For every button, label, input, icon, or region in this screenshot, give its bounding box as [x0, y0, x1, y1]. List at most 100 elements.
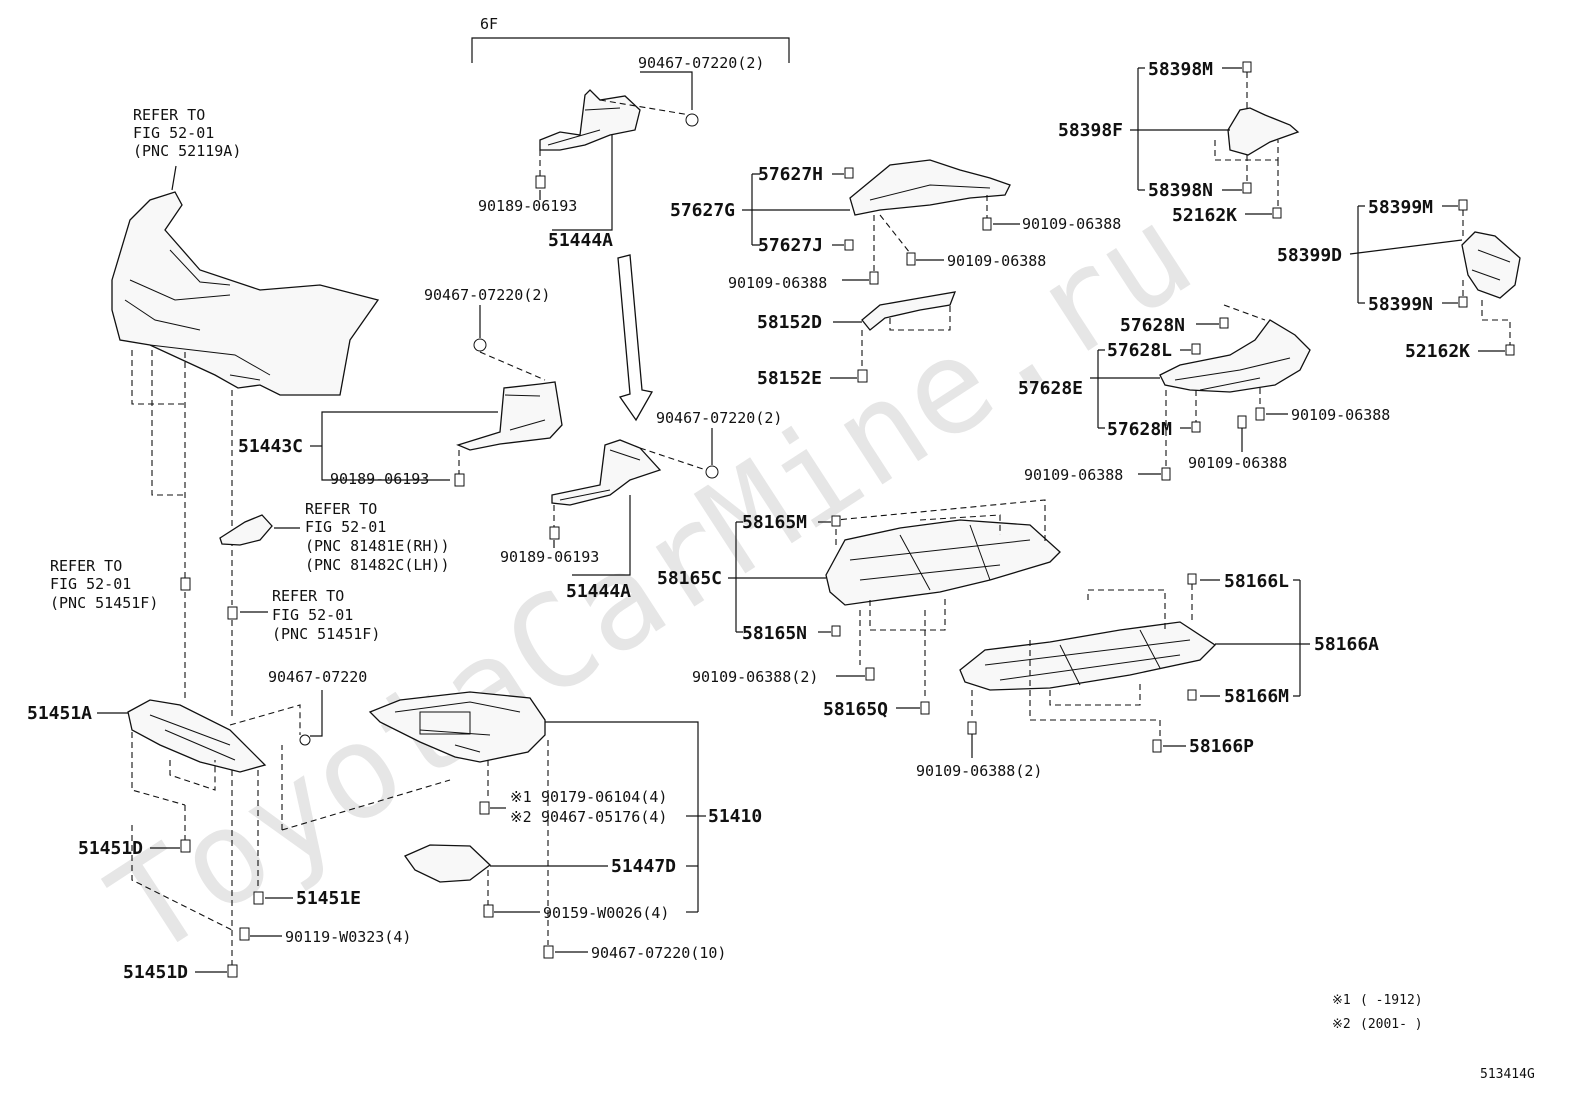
- fastener-57628m[interactable]: [1191, 421, 1201, 433]
- fastener-52162k-b[interactable]: [1505, 344, 1515, 356]
- fastener-90109-06388-b[interactable]: [906, 252, 916, 266]
- label-90467-07220: 90467-07220: [268, 668, 367, 686]
- fastener-90109-06388-c[interactable]: [869, 271, 879, 285]
- fastener-90109-06388-2b[interactable]: [967, 721, 977, 735]
- label-58166p: 58166P: [1189, 736, 1254, 757]
- fastener-58166l[interactable]: [1187, 573, 1197, 585]
- ref-clip-right-line-3: (PNC 51451F): [272, 625, 380, 643]
- label-58399n: 58399N: [1368, 294, 1433, 315]
- group-6f-bracket: [471, 37, 790, 63]
- label-58152e: 58152E: [757, 368, 822, 389]
- part-57627g[interactable]: [849, 159, 1011, 216]
- fastener-58166p[interactable]: [1152, 739, 1162, 753]
- fastener-51451e[interactable]: [253, 891, 264, 905]
- label-58399m: 58399M: [1368, 197, 1433, 218]
- label-90109-06388-a: 90109-06388: [1022, 215, 1121, 233]
- label-90189-06193-mid: 90189-06193: [500, 548, 599, 566]
- ref-bumper-line-1: REFER TO: [133, 106, 205, 124]
- label-57628l: 57628L: [1107, 340, 1172, 361]
- clip-51451f-left[interactable]: [180, 577, 191, 591]
- fastener-90109-06388-a[interactable]: [982, 217, 992, 231]
- label-58165n: 58165N: [742, 623, 807, 644]
- note-2-mark: ※2: [1332, 1017, 1351, 1032]
- fastener-57627h[interactable]: [844, 167, 854, 179]
- ref-clip-left-line-3: (PNC 51451F): [50, 594, 158, 612]
- fastener-57628n[interactable]: [1219, 317, 1229, 329]
- fastener-90467-07220-bumper[interactable]: [299, 734, 311, 746]
- fastener-58165q[interactable]: [920, 701, 930, 715]
- label-90109-06388-b: 90109-06388: [947, 252, 1046, 270]
- label-90109-06388-f: 90109-06388: [1024, 466, 1123, 484]
- fastener-90119-w0323[interactable]: [239, 927, 250, 941]
- fastener-51451d-upper[interactable]: [180, 839, 191, 853]
- part-58398f[interactable]: [1227, 107, 1300, 156]
- ref-bracket-line-3: (PNC 81481E(RH)): [305, 537, 450, 555]
- fastener-90467-07220-mid[interactable]: [705, 465, 719, 479]
- fastener-58398n[interactable]: [1242, 182, 1252, 194]
- fastener-90189-06193-mid[interactable]: [549, 526, 560, 540]
- part-51451a[interactable]: [127, 699, 267, 773]
- label-58165m: 58165M: [742, 512, 807, 533]
- label-90467-05176: 90467-05176(4): [541, 808, 667, 826]
- part-57628e[interactable]: [1159, 319, 1311, 393]
- part-51444a-top[interactable]: [539, 89, 641, 151]
- part-bracket-81481e[interactable]: [219, 514, 273, 546]
- note-1-text: ( -1912): [1360, 993, 1423, 1008]
- fastener-90467-07220-top[interactable]: [685, 113, 699, 127]
- fastener-58398m[interactable]: [1242, 61, 1252, 73]
- label-57628e: 57628E: [1018, 378, 1083, 399]
- note-1-mark: ※1: [1332, 993, 1351, 1008]
- label-90467-07220-2-mid: 90467-07220(2): [656, 409, 782, 427]
- label-90189-06193-top: 90189-06193: [478, 197, 577, 215]
- label-51447d: 51447D: [611, 856, 676, 877]
- label-90119-w0323: 90119-W0323(4): [285, 928, 411, 946]
- part-58399d[interactable]: [1461, 231, 1521, 299]
- fastener-90109-06388-f[interactable]: [1161, 467, 1171, 481]
- fastener-90467-07220-10[interactable]: [543, 945, 554, 959]
- part-58166a[interactable]: [959, 621, 1217, 691]
- part-front-bumper[interactable]: [111, 191, 380, 396]
- fastener-58152e[interactable]: [857, 369, 868, 383]
- label-58166a: 58166A: [1314, 634, 1379, 655]
- label-51443c: 51443C: [238, 436, 303, 457]
- label-58399d: 58399D: [1277, 245, 1342, 266]
- label-58165q: 58165Q: [823, 699, 888, 720]
- part-51443c[interactable]: [456, 381, 563, 451]
- label-51451a: 51451A: [27, 703, 92, 724]
- fastener-51451d-lower[interactable]: [227, 964, 238, 978]
- part-58152d[interactable]: [861, 291, 957, 331]
- fastener-57628l[interactable]: [1191, 343, 1201, 355]
- part-58165c[interactable]: [825, 519, 1061, 606]
- fastener-52162k-a[interactable]: [1272, 207, 1282, 219]
- label-58398n: 58398N: [1148, 180, 1213, 201]
- fastener-58165n[interactable]: [831, 625, 841, 637]
- label-90179-06104: 90179-06104(4): [541, 788, 667, 806]
- label-90109-06388-2a: 90109-06388(2): [692, 668, 818, 686]
- fastener-90109-06388-d[interactable]: [1255, 407, 1265, 421]
- fastener-90189-06193-left[interactable]: [454, 473, 465, 487]
- label-52162k-b: 52162K: [1405, 341, 1470, 362]
- fastener-58165m[interactable]: [831, 515, 841, 527]
- fastener-90109-06388-e[interactable]: [1237, 415, 1247, 429]
- fastener-58166m[interactable]: [1187, 689, 1197, 701]
- fastener-58399m[interactable]: [1458, 199, 1468, 211]
- fastener-90109-06388-2a[interactable]: [865, 667, 875, 681]
- direction-arrow: [617, 254, 654, 422]
- fastener-90179-06104[interactable]: [479, 801, 490, 815]
- fastener-90467-07220-left[interactable]: [473, 338, 487, 352]
- fastener-90159-w0026[interactable]: [483, 904, 494, 918]
- label-90467-07220-2-top: 90467-07220(2): [638, 54, 764, 72]
- fastener-58399n[interactable]: [1458, 296, 1468, 308]
- label-51451e: 51451E: [296, 888, 361, 909]
- part-51444a-mid[interactable]: [551, 439, 662, 506]
- fastener-57627j[interactable]: [844, 239, 854, 251]
- ref-clip-left-line-1: REFER TO: [50, 557, 122, 575]
- clip-51451f-right[interactable]: [227, 606, 238, 620]
- ref-bracket-line-1: REFER TO: [305, 500, 377, 518]
- part-engine-under-cover[interactable]: [368, 691, 546, 763]
- label-90189-06193-left: 90189-06193: [330, 470, 429, 488]
- fastener-90189-06193-top[interactable]: [535, 175, 546, 189]
- part-51447d[interactable]: [404, 844, 492, 883]
- label-90109-06388-e: 90109-06388: [1188, 454, 1287, 472]
